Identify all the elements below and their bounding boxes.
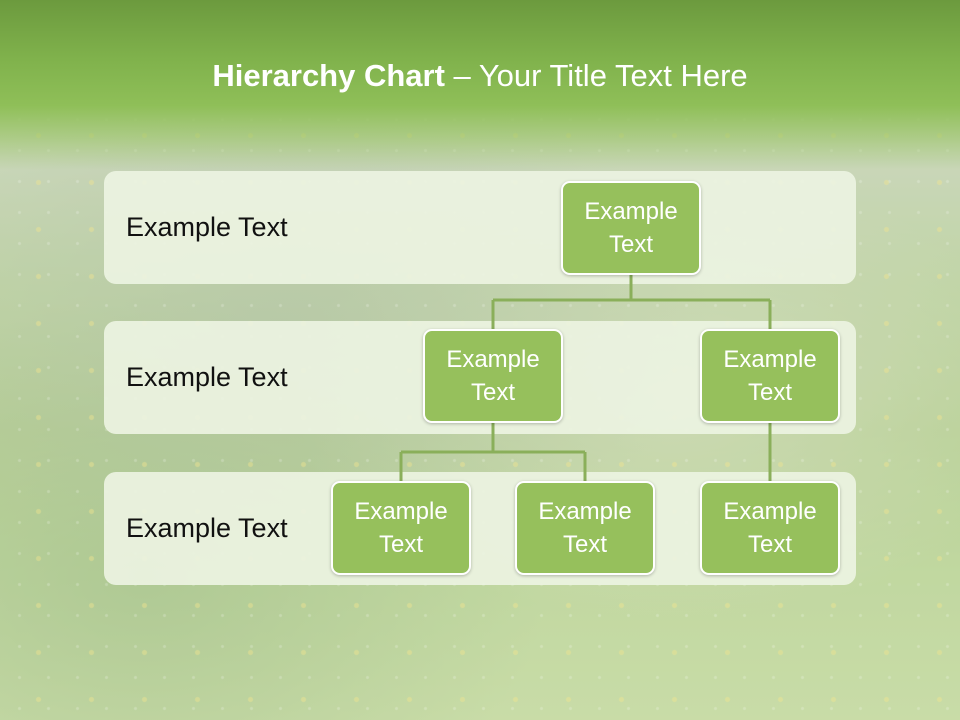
node-root-label: Example Text xyxy=(584,198,678,258)
node-level3-a-label: Example Text xyxy=(354,498,448,558)
node-level2-left-label: Example Text xyxy=(446,346,540,406)
row-label-2: Example Text xyxy=(126,362,288,392)
node-level2-right[interactable]: Example Text xyxy=(700,329,840,423)
slide-title: Hierarchy Chart – Your Title Text Here xyxy=(0,56,960,96)
title-rest: Your Title Text Here xyxy=(478,58,748,93)
connector-left-to-level3 xyxy=(399,422,587,482)
title-dash: – xyxy=(444,58,479,93)
node-level3-c-label: Example Text xyxy=(723,498,817,558)
connector-root-to-level2 xyxy=(491,274,772,330)
header-band xyxy=(0,0,960,170)
node-level3-a[interactable]: Example Text xyxy=(331,481,471,575)
node-level3-b[interactable]: Example Text xyxy=(515,481,655,575)
row-label-1: Example Text xyxy=(126,212,288,242)
node-level3-b-label: Example Text xyxy=(538,498,632,558)
row-band-1 xyxy=(104,171,856,284)
node-level3-c[interactable]: Example Text xyxy=(700,481,840,575)
title-bold: Hierarchy Chart xyxy=(212,58,445,93)
node-level2-left[interactable]: Example Text xyxy=(423,329,563,423)
node-level2-right-label: Example Text xyxy=(723,346,817,406)
row-label-3: Example Text xyxy=(126,513,288,543)
node-root[interactable]: Example Text xyxy=(561,181,701,275)
